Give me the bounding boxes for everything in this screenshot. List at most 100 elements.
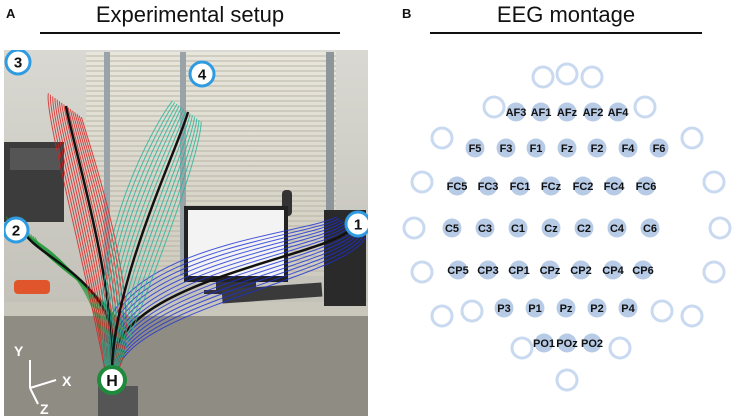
electrode-label-f1: F1 xyxy=(530,143,543,155)
hand-marker-label: H xyxy=(106,373,118,390)
trajectory-line xyxy=(102,102,176,371)
unused-electrode-ring xyxy=(680,126,704,150)
panel-b-letter: B xyxy=(402,6,412,21)
electrode-label-cz: Cz xyxy=(544,223,558,235)
marker-3: 3 xyxy=(4,50,32,76)
unused-electrode-ring xyxy=(482,95,506,119)
electrode-fc1 xyxy=(510,176,530,196)
electrode-fz xyxy=(557,138,577,158)
mean-trajectory-line xyxy=(110,111,190,371)
electrode-label-fc6: FC6 xyxy=(636,181,657,193)
desk-surface xyxy=(4,312,368,416)
electrode-fcz xyxy=(541,176,561,196)
axis-y-label: Y xyxy=(14,343,24,359)
electrode-fc2 xyxy=(573,176,593,196)
marker-3-label: 3 xyxy=(14,55,22,72)
electrode-c4 xyxy=(607,218,627,238)
unused-electrode-ring xyxy=(510,336,534,360)
electrode-cpz xyxy=(540,260,560,280)
trajectory-line xyxy=(52,96,108,371)
panel-a-letter: A xyxy=(6,6,16,21)
electrode-poz xyxy=(557,333,577,353)
trajectory-line xyxy=(116,237,366,371)
electrode-c6 xyxy=(640,218,660,238)
electrode-label-f6: F6 xyxy=(653,143,666,155)
unused-electrode-ring xyxy=(531,65,555,89)
electrode-label-af3: AF3 xyxy=(506,107,527,119)
marker-4: 4 xyxy=(188,60,216,88)
reach-trajectories xyxy=(6,93,366,371)
electrode-p3 xyxy=(494,298,514,318)
electrode-p4 xyxy=(618,298,638,318)
trajectory-line xyxy=(109,108,185,371)
unused-electrode-ring xyxy=(702,260,726,284)
marker-1: 1 xyxy=(344,210,368,238)
unused-electrode-ring xyxy=(650,299,674,323)
electrode-c3 xyxy=(475,218,495,238)
unused-electrode-ring xyxy=(460,299,484,323)
electrode-label-po2: PO2 xyxy=(581,338,603,350)
electrode-f3 xyxy=(496,138,516,158)
marker-2: 2 xyxy=(4,216,30,244)
electrode-label-fcz: FCz xyxy=(541,181,562,193)
trajectory-line xyxy=(115,234,362,371)
trajectory-line xyxy=(110,110,187,371)
trajectory-line xyxy=(104,103,178,371)
electrode-label-f4: F4 xyxy=(622,143,636,155)
unused-electrode-ring xyxy=(608,336,632,360)
trajectory-line xyxy=(115,118,198,371)
electrode-c2 xyxy=(574,218,594,238)
electrode-label-afz: AFz xyxy=(557,107,578,119)
electrode-label-fz: Fz xyxy=(561,143,574,155)
panel-b-title: EEG montage xyxy=(496,2,636,27)
electrode-c5 xyxy=(442,218,462,238)
electrode-f6 xyxy=(649,138,669,158)
electrode-p1 xyxy=(525,298,545,318)
electrode-af3 xyxy=(506,102,526,122)
electrode-fc5 xyxy=(447,176,467,196)
trajectory-line xyxy=(108,107,182,371)
electrode-label-cp6: CP6 xyxy=(632,265,653,277)
electrode-af4 xyxy=(608,102,628,122)
electrode-afz xyxy=(557,102,577,122)
hand-marker: H xyxy=(97,365,127,395)
panel-b-title-rule xyxy=(430,32,702,34)
trajectory-line xyxy=(115,235,364,371)
electrode-cp6 xyxy=(633,260,653,280)
electrode-cp1 xyxy=(509,260,529,280)
electrode-f2 xyxy=(587,138,607,158)
electrode-label-c1: C1 xyxy=(511,223,525,235)
electrode-cp3 xyxy=(478,260,498,280)
electrode-po1 xyxy=(534,333,554,353)
electrode-cp5 xyxy=(448,260,468,280)
trajectory-line xyxy=(115,119,200,371)
electrode-label-f2: F2 xyxy=(591,143,604,155)
axes-icon xyxy=(29,360,57,405)
electrode-cp4 xyxy=(603,260,623,280)
electrode-label-f5: F5 xyxy=(469,143,482,155)
experimental-setup-photo: 1 2 3 4 H Y X Z xyxy=(4,50,368,416)
unused-electrode-ring xyxy=(555,368,579,392)
electrode-label-c2: C2 xyxy=(577,223,591,235)
electrode-label-cp2: CP2 xyxy=(570,265,591,277)
electrode-label-f3: F3 xyxy=(500,143,513,155)
trajectory-line xyxy=(112,113,191,371)
trajectory-line xyxy=(49,94,107,371)
marker-4-label: 4 xyxy=(198,67,207,84)
unused-electrode-ring xyxy=(410,170,434,194)
electrode-fc4 xyxy=(604,176,624,196)
unused-electrode-ring xyxy=(580,65,604,89)
electrode-p2 xyxy=(587,298,607,318)
unused-electrode-ring xyxy=(430,304,454,328)
keyboard xyxy=(221,282,323,304)
electrode-c1 xyxy=(508,218,528,238)
electrode-pz xyxy=(556,298,576,318)
electrode-af1 xyxy=(531,102,551,122)
electrode-fc3 xyxy=(478,176,498,196)
electrode-f5 xyxy=(465,138,485,158)
electrode-af2 xyxy=(583,102,603,122)
unused-electrode-ring xyxy=(708,216,732,240)
electrode-label-fc2: FC2 xyxy=(573,181,594,193)
